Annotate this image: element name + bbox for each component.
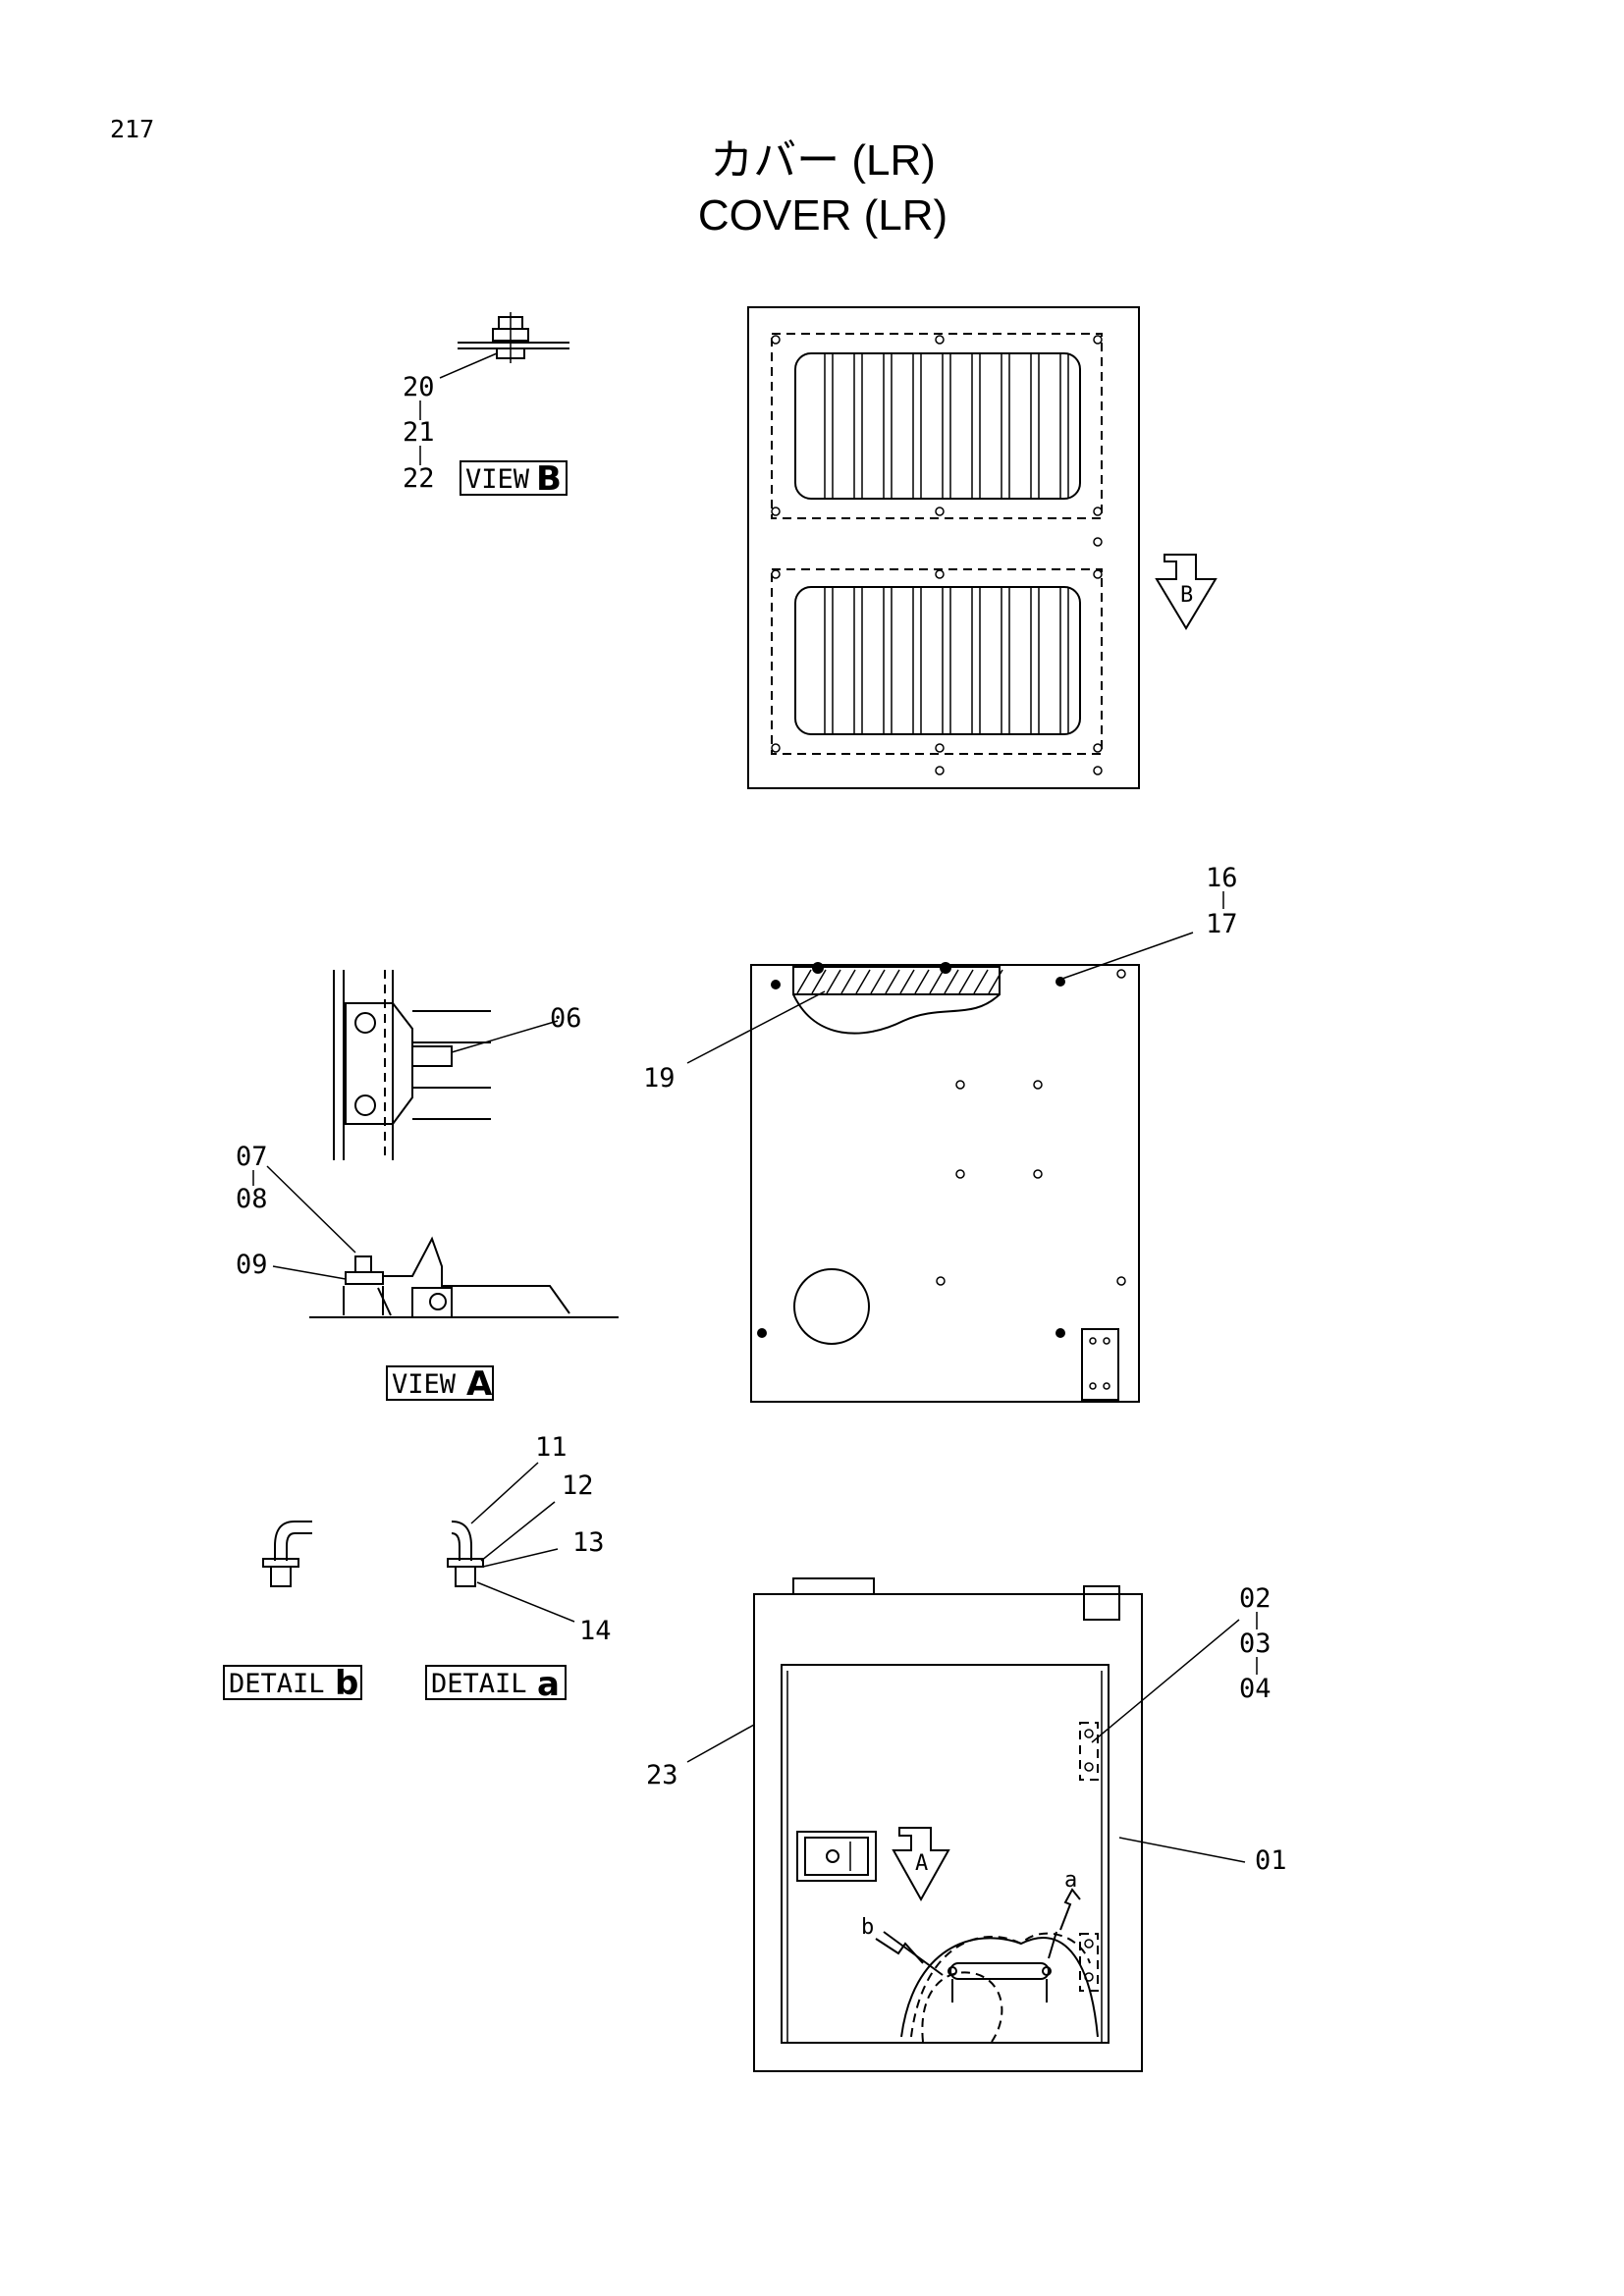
seal-hatch-line (899, 969, 915, 994)
view-b-arrow: B (1155, 554, 1218, 630)
view-b-box (460, 460, 568, 496)
label-part-21: 21 (403, 417, 435, 448)
detail-b-letter: b (335, 1664, 358, 1703)
detail-b-pin (262, 1521, 312, 1587)
label-part-22: 22 (403, 463, 435, 494)
view-a-box (386, 1365, 494, 1401)
label-part-13: 13 (572, 1527, 605, 1558)
seal-hatch-line (944, 969, 959, 994)
arrow-a-letter: A (915, 1851, 928, 1876)
small-b-marker: b (861, 1915, 874, 1940)
seal-hatch-line (826, 969, 841, 994)
seal-hatch-line (929, 969, 945, 994)
seal-hatch-line (855, 969, 871, 994)
label-part-16: 16 (1206, 863, 1238, 893)
page-number: 217 (110, 115, 154, 143)
seal-hatch-line (914, 969, 930, 994)
detail-a-box (425, 1665, 567, 1700)
louver-panel-top (747, 306, 1140, 789)
arrow-b-letter: B (1180, 583, 1193, 608)
view-a-latch (333, 970, 559, 1160)
view-a-word: VIEW (392, 1369, 457, 1400)
view-a-arrow: A (892, 1827, 950, 1902)
label-part-07: 07 (236, 1142, 268, 1172)
label-part-23: 23 (646, 1760, 678, 1790)
detail-b-word: DETAIL (229, 1669, 325, 1699)
label-part-08: 08 (236, 1184, 268, 1214)
detail-a-pin (447, 1462, 575, 1623)
label-part-06: 06 (550, 1003, 582, 1034)
label-part-20: 20 (403, 372, 435, 402)
seal-hatch-line (870, 969, 886, 994)
seal-hatch-line (973, 969, 989, 994)
door-assembly (753, 1577, 1143, 2072)
title-japanese: カバー (LR) (710, 136, 936, 185)
view-b-letter: B (536, 459, 562, 499)
view-a-letter: A (466, 1364, 493, 1404)
detail-a-word: DETAIL (431, 1669, 527, 1699)
detail-b-box (223, 1665, 362, 1700)
seal-hatch-line (796, 969, 812, 994)
view-b-word: VIEW (465, 464, 530, 495)
label-part-11: 11 (535, 1432, 568, 1463)
middle-panel (750, 962, 1140, 1403)
label-part-19: 19 (643, 1063, 676, 1094)
label-part-09: 09 (236, 1250, 268, 1280)
label-part-02: 02 (1239, 1583, 1272, 1614)
label-part-12: 12 (562, 1470, 594, 1501)
detail-a-letter: a (537, 1665, 560, 1704)
seal-hatch-line (958, 969, 974, 994)
label-part-17: 17 (1206, 909, 1238, 939)
seal-hatch-line (988, 969, 1003, 994)
view-b-detail (439, 312, 569, 379)
label-part-03: 03 (1239, 1629, 1272, 1659)
title-english: COVER (LR) (698, 191, 947, 240)
label-part-01: 01 (1255, 1845, 1287, 1876)
label-part-14: 14 (579, 1616, 612, 1646)
seal-hatch-line (885, 969, 900, 994)
label-part-04: 04 (1239, 1674, 1272, 1704)
seal-hatch-line (840, 969, 856, 994)
small-a-marker: a (1064, 1868, 1077, 1893)
view-a-section (309, 1236, 619, 1318)
seal-hatch-line (811, 969, 827, 994)
